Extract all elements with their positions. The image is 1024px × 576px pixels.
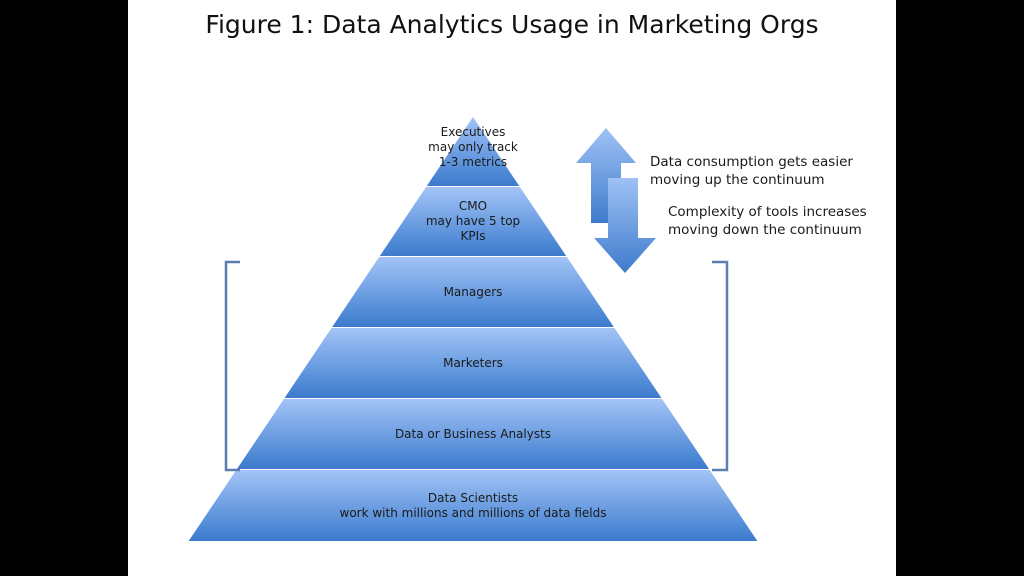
pyramid-level-analysts [236, 399, 710, 469]
figure-title: Figure 1: Data Analytics Usage in Market… [205, 10, 819, 39]
pyramid-label-cmo: CMO may have 5 top KPIs [425, 199, 521, 243]
pyramid-level-cmo [379, 187, 567, 256]
right-bracket [712, 260, 729, 472]
annotation-up: Data consumption gets easier moving up t… [650, 154, 853, 188]
pyramid-level-marketers [284, 328, 662, 398]
left-bracket [224, 260, 240, 472]
pyramid-level-executives [426, 117, 520, 186]
pyramid-label-marketers: Marketers [443, 355, 503, 370]
pyramid-label-managers: Managers [443, 284, 503, 299]
pyramid-label-analysts: Data or Business Analysts [394, 426, 552, 441]
pyramid-label-data-scientists: Data Scientists work with millions and m… [339, 490, 607, 520]
down-arrow-icon [594, 178, 656, 273]
pyramid-label-executives: Executives may only track 1-3 metrics [428, 125, 518, 169]
pyramid-level-managers [332, 257, 614, 327]
pyramid-level-data-scientists [188, 470, 758, 541]
annotation-down: Complexity of tools increases moving dow… [668, 204, 867, 238]
